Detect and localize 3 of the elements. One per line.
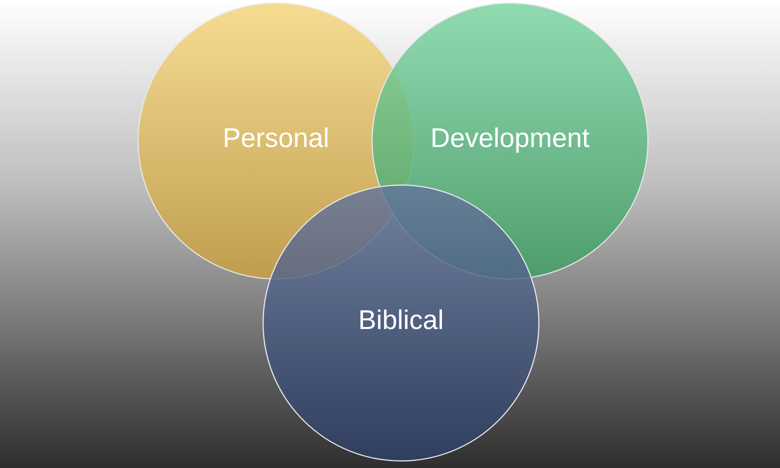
circle-label: Personal — [222, 123, 330, 154]
circle-label: Development — [430, 123, 590, 154]
circle-label: Biblical — [358, 305, 444, 336]
